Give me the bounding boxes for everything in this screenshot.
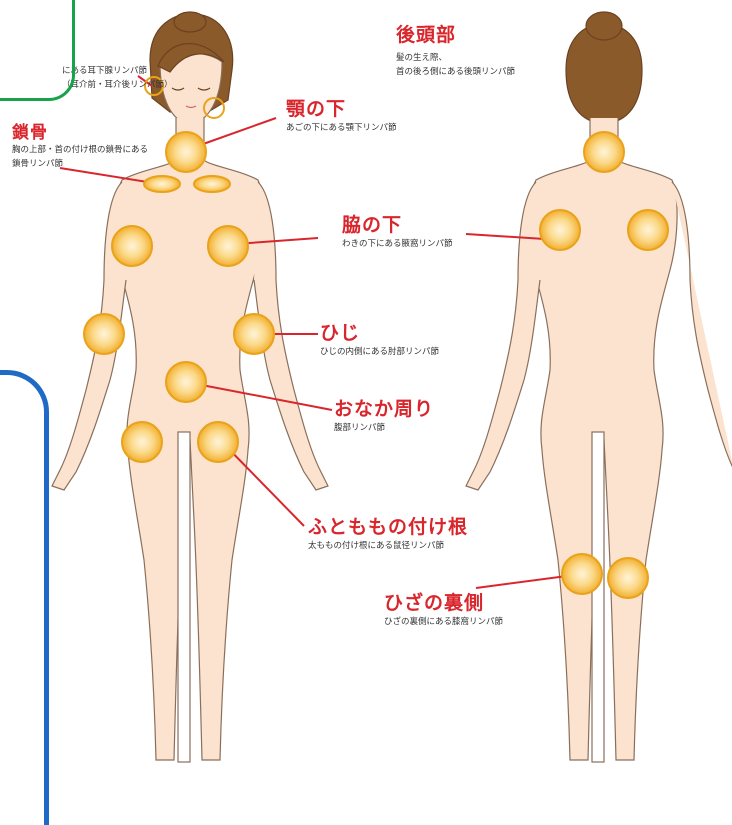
clavicle-desc-1: 胸の上部・首の付け根の鎖骨にある [12,143,148,157]
ear-label: にある耳下腺リンパ節 （耳介前・耳介後リンパ節） [62,64,173,92]
knee-label: ひざの裏側 ひざの裏側にある膝窩リンパ節 [384,588,503,629]
clavicle-desc-2: 鎖骨リンパ節 [12,157,148,171]
occipital-desc-1: 髪の生え際、 [396,51,515,65]
back-hair-bun [586,12,622,40]
abdomen-title: おなか周り [334,394,434,421]
green-highlight-box [0,0,75,101]
lymph-node-diagram: にある耳下腺リンパ節 （耳介前・耳介後リンパ節） 鎖骨 胸の上部・首の付け根の鎖… [0,0,732,792]
back-arm-right [672,182,732,470]
elbow-title: ひじ [320,318,439,345]
jaw-label: 顎の下 あごの下にある顎下リンパ節 [286,94,397,135]
knee-title: ひざの裏側 [384,588,503,615]
ear-label-line2: （耳介前・耳介後リンパ節） [62,78,173,92]
jaw-title: 顎の下 [286,94,397,121]
node-groin-right [198,422,238,462]
blue-highlight-box [0,370,49,825]
node-knee-right [608,558,648,598]
occipital-label: 後頭部 髪の生え際、 首の後ろ側にある後頭リンパ節 [396,20,515,79]
node-armpit-front-right [208,226,248,266]
groin-title: ふとももの付け根 [308,512,468,539]
node-armpit-back-right [628,210,668,250]
node-occipital [584,132,624,172]
node-clavicle-left [144,176,180,192]
node-knee-left [562,554,602,594]
back-arm-left [466,182,540,490]
armpit-label: 脇の下 わきの下にある腋窩リンパ節 [342,210,453,251]
occipital-title: 後頭部 [396,20,515,47]
node-clavicle-right [194,176,230,192]
node-groin-left [122,422,162,462]
node-armpit-back-left [540,210,580,250]
elbow-label: ひじ ひじの内側にある肘部リンパ節 [320,318,439,359]
node-jaw [166,132,206,172]
abdomen-desc: 腹部リンパ節 [334,421,434,435]
knee-desc: ひざの裏側にある膝窩リンパ節 [384,615,503,629]
jaw-desc: あごの下にある顎下リンパ節 [286,121,397,135]
groin-desc: 太ももの付け根にある鼠径リンパ節 [308,539,468,553]
abdomen-label: おなか周り 腹部リンパ節 [334,394,434,435]
armpit-title: 脇の下 [342,210,453,237]
back-figure [466,12,732,762]
node-elbow-front-left [84,314,124,354]
armpit-desc: わきの下にある腋窩リンパ節 [342,237,453,251]
elbow-desc: ひじの内側にある肘部リンパ節 [320,345,439,359]
clavicle-title: 鎖骨 [12,118,148,143]
occipital-desc-2: 首の後ろ側にある後頭リンパ節 [396,65,515,79]
clavicle-label: 鎖骨 胸の上部・首の付け根の鎖骨にある 鎖骨リンパ節 [12,118,148,171]
node-armpit-front-left [112,226,152,266]
node-abdomen [166,362,206,402]
groin-label: ふとももの付け根 太ももの付け根にある鼠径リンパ節 [308,512,468,553]
ear-label-line1: にある耳下腺リンパ節 [62,64,173,78]
front-hair-bun [174,12,206,32]
node-elbow-front-right [234,314,274,354]
